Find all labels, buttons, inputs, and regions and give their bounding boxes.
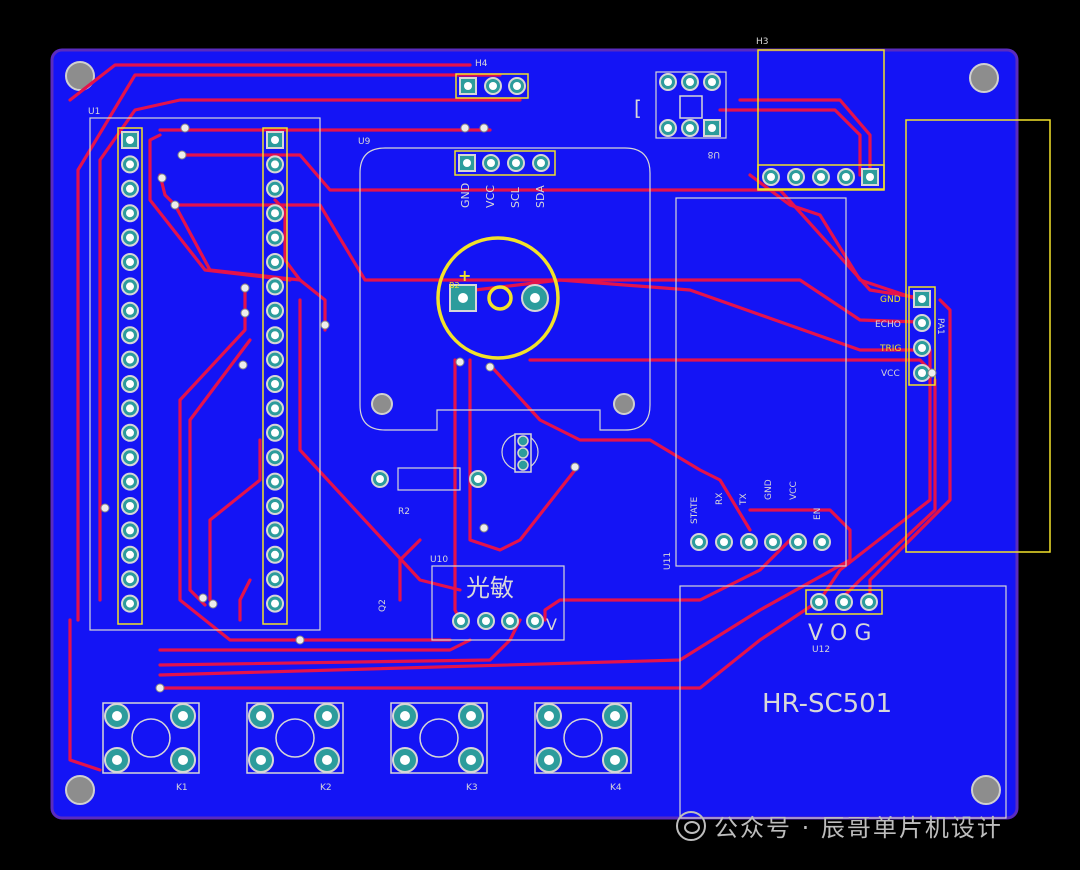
pa1-pin-trig: TRIG xyxy=(879,344,901,354)
watermark: 公众号 · 辰哥单片机设计 xyxy=(676,808,1003,843)
bt-pin-state: STATE xyxy=(690,497,700,524)
u10-outline xyxy=(431,565,565,641)
u1-designator: U1 xyxy=(88,107,100,117)
pa1-header xyxy=(908,286,936,386)
u8-outline xyxy=(655,71,727,139)
h4-outline xyxy=(455,73,529,99)
u9-designator: U9 xyxy=(358,137,371,147)
h3-outline xyxy=(757,49,885,191)
u12-pin-labels: V O G xyxy=(808,621,871,646)
k2-designator: K2 xyxy=(320,783,332,793)
wechat-icon xyxy=(676,810,706,841)
u12-outline xyxy=(679,585,1007,819)
u9-mount-holes xyxy=(371,393,635,415)
u10-designator: U10 xyxy=(430,555,448,565)
k3-designator: K3 xyxy=(466,783,478,793)
pa1-pads xyxy=(913,290,931,382)
u8-bracket: [ xyxy=(634,96,642,120)
bt-pin-vcc: VCC xyxy=(789,481,799,500)
bt-pin-tx: TX xyxy=(739,493,749,506)
bt-pin-en: EN xyxy=(813,508,823,520)
u10-pads xyxy=(452,612,544,630)
h4-designator: H4 xyxy=(475,59,488,69)
oled-pin-gnd: GND xyxy=(459,183,472,208)
u10-pin-mark: V xyxy=(546,615,557,634)
b2-center-ring xyxy=(487,285,513,311)
oled-pin-scl: SCL xyxy=(509,186,522,208)
u1-header-left xyxy=(117,127,143,625)
k1-designator: K1 xyxy=(176,783,188,793)
b2-designator: B2 xyxy=(449,281,460,290)
h4-pads xyxy=(459,77,526,95)
r2-outline xyxy=(397,467,461,491)
r2-pads xyxy=(371,470,487,488)
u9-pads xyxy=(458,154,550,172)
q2-pads xyxy=(517,435,529,471)
r2-designator: R2 xyxy=(398,507,410,517)
u9-outline xyxy=(359,147,651,431)
h3-pads xyxy=(762,168,879,186)
switch-k4 xyxy=(534,702,632,774)
switch-k1 xyxy=(102,702,200,774)
u12-header xyxy=(805,589,883,615)
b2-outline xyxy=(436,236,560,360)
switch-k2 xyxy=(246,702,344,774)
u11-pads xyxy=(690,533,831,551)
u11-designator: U11 xyxy=(663,552,673,570)
h3-designator: H3 xyxy=(756,37,769,47)
b2-plus-mark: + xyxy=(458,266,471,285)
oled-pin-vcc: VCC xyxy=(484,185,497,208)
u12-module-label: HR-SC501 xyxy=(762,689,892,719)
u1-outline xyxy=(89,117,321,631)
switch-k3 xyxy=(390,702,488,774)
u12-designator: U12 xyxy=(812,645,830,655)
vias xyxy=(100,123,937,693)
oled-pin-sda: SDA xyxy=(534,185,547,208)
u1-pads xyxy=(121,131,284,613)
board-outline xyxy=(50,48,1019,820)
u1-header-right xyxy=(262,127,288,625)
bt-pin-gnd: GND xyxy=(764,479,774,500)
bt-pin-rx: RX xyxy=(715,493,725,505)
k4-designator: K4 xyxy=(610,783,622,793)
u11-outline xyxy=(675,197,847,567)
mounting-holes xyxy=(65,61,1001,805)
watermark-text: 公众号 · 辰哥单片机设计 xyxy=(714,814,1003,842)
u8-pads xyxy=(659,73,721,137)
pa1-pin-gnd: GND xyxy=(880,295,901,305)
h3-header xyxy=(757,164,885,190)
pa1-pin-echo: ECHO xyxy=(875,320,901,330)
u10-module-label: 光敏 xyxy=(466,574,514,602)
pa1-designator: PA1 xyxy=(935,318,945,335)
tactile-switches xyxy=(102,702,632,774)
u12-pads xyxy=(810,593,878,611)
u8-designator: U8 xyxy=(707,149,720,159)
pa1-outline xyxy=(905,119,1051,553)
q2-designator: Q2 xyxy=(378,599,388,612)
u9-header xyxy=(454,150,556,176)
pa1-pin-vcc: VCC xyxy=(881,369,900,379)
